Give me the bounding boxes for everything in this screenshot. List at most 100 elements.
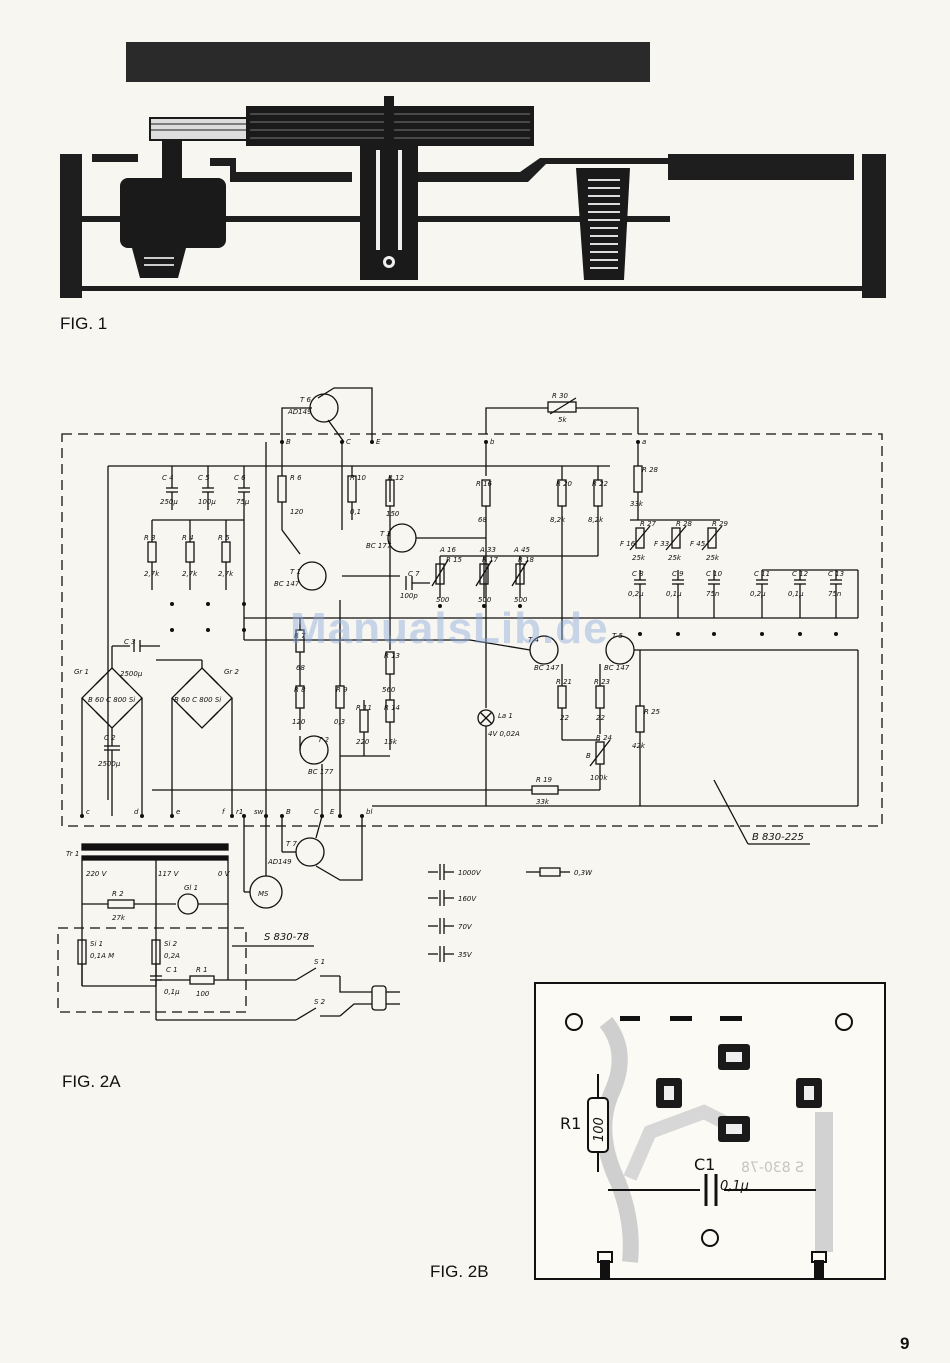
- svg-text:4V 0,02A: 4V 0,02A: [488, 730, 520, 738]
- svg-text:117 V: 117 V: [158, 870, 180, 878]
- svg-text:100: 100: [196, 990, 210, 998]
- svg-text:C 11: C 11: [754, 570, 770, 578]
- svg-text:0 V: 0 V: [218, 870, 231, 878]
- svg-text:75µ: 75µ: [236, 498, 250, 506]
- svg-text:R 16: R 16: [476, 480, 493, 488]
- svg-text:Gr 2: Gr 2: [224, 668, 240, 676]
- svg-text:25k: 25k: [632, 554, 646, 562]
- svg-text:f: f: [222, 808, 226, 816]
- svg-text:C 4: C 4: [162, 474, 174, 482]
- svg-text:C 13: C 13: [828, 570, 844, 578]
- svg-text:C 7: C 7: [408, 570, 420, 578]
- svg-text:e: e: [176, 808, 180, 816]
- svg-text:R 21: R 21: [556, 678, 572, 686]
- svg-text:R 1: R 1: [196, 966, 208, 974]
- svg-text:0,1µ: 0,1µ: [164, 988, 180, 996]
- svg-text:R 28: R 28: [676, 520, 693, 528]
- svg-text:B: B: [586, 752, 591, 760]
- svg-text:C: C: [314, 808, 319, 816]
- svg-text:R 12: R 12: [388, 474, 405, 482]
- svg-text:F 45: F 45: [690, 540, 706, 548]
- svg-text:Gr 1: Gr 1: [74, 668, 89, 676]
- svg-text:0,1: 0,1: [350, 508, 361, 516]
- svg-text:500: 500: [478, 596, 492, 604]
- svg-text:0,2µ: 0,2µ: [750, 590, 766, 598]
- svg-text:BC 147: BC 147: [534, 664, 560, 672]
- svg-text:C 12: C 12: [792, 570, 809, 578]
- svg-text:C 6: C 6: [234, 474, 246, 482]
- r30-value: 5k: [558, 416, 567, 424]
- r30-label: R 30: [552, 392, 569, 400]
- svg-text:R 10: R 10: [350, 474, 367, 482]
- svg-text:F 33: F 33: [654, 540, 669, 548]
- svg-text:500: 500: [436, 596, 450, 604]
- fig1-caption: FIG. 1: [60, 314, 108, 333]
- c1-label: C1: [694, 1155, 715, 1174]
- svg-text:0,3: 0,3: [334, 718, 345, 726]
- svg-text:B 60 C 800 Si: B 60 C 800 Si: [88, 696, 135, 704]
- transistor-t5: [605, 635, 635, 665]
- svg-text:r1: r1: [236, 808, 243, 816]
- svg-text:R 13: R 13: [384, 652, 400, 660]
- svg-text:15k: 15k: [384, 738, 398, 746]
- svg-text:R 25: R 25: [644, 708, 661, 716]
- svg-text:C 1: C 1: [166, 966, 178, 974]
- transistor-t3: [387, 523, 417, 553]
- svg-text:B: B: [286, 438, 291, 446]
- svg-text:BC 177: BC 177: [366, 542, 392, 550]
- svg-text:sw: sw: [254, 808, 264, 816]
- svg-text:0,2A: 0,2A: [164, 952, 180, 960]
- svg-text:75n: 75n: [706, 590, 719, 598]
- svg-text:a: a: [642, 438, 646, 446]
- capacitor-legend: [428, 864, 570, 962]
- fig2b-caption: FIG. 2B: [430, 1262, 489, 1281]
- svg-text:Si 2: Si 2: [164, 940, 178, 948]
- svg-text:R 18: R 18: [518, 556, 535, 564]
- svg-text:C 9: C 9: [672, 570, 684, 578]
- svg-text:S 2: S 2: [314, 998, 326, 1006]
- transformer-tr1: [81, 843, 229, 851]
- svg-text:0,1µ: 0,1µ: [788, 590, 804, 598]
- svg-text:R 22: R 22: [592, 480, 609, 488]
- svg-text:25k: 25k: [668, 554, 682, 562]
- svg-text:BC 147: BC 147: [604, 664, 630, 672]
- mounting-hole-tr: [835, 1013, 853, 1031]
- svg-text:c: c: [86, 808, 90, 816]
- r1-label: R1: [560, 1114, 581, 1133]
- svg-text:C: C: [346, 438, 351, 446]
- svg-text:d: d: [134, 808, 139, 816]
- mounting-hole-tl: [565, 1013, 583, 1031]
- board-label-main: B 830-225: [752, 832, 804, 843]
- transistor-t7: [295, 837, 325, 867]
- svg-text:R 17: R 17: [482, 556, 499, 564]
- svg-text:2,7k: 2,7k: [218, 570, 234, 578]
- svg-text:R 15: R 15: [446, 556, 463, 564]
- motor-block: [120, 178, 226, 248]
- legend-35v: 35V: [458, 951, 473, 959]
- svg-text:C 2: C 2: [104, 734, 116, 742]
- svg-text:R 6: R 6: [290, 474, 302, 482]
- svg-text:R 9: R 9: [336, 686, 348, 694]
- svg-text:27k: 27k: [112, 914, 126, 922]
- svg-text:T 3: T 3: [380, 530, 391, 538]
- mounting-hole-b: [701, 1229, 719, 1247]
- svg-text:T 2: T 2: [318, 736, 330, 744]
- svg-text:2500µ: 2500µ: [98, 760, 121, 768]
- svg-text:B 60 C 800 Si: B 60 C 800 Si: [174, 696, 221, 704]
- glow-lamp-gl1: [177, 893, 199, 915]
- svg-text:BC 177: BC 177: [308, 768, 334, 776]
- svg-text:250µ: 250µ: [160, 498, 178, 506]
- board-outline: [61, 433, 883, 827]
- svg-text:C 5: C 5: [198, 474, 210, 482]
- svg-text:AD149: AD149: [267, 858, 292, 866]
- svg-text:42k: 42k: [632, 742, 646, 750]
- svg-text:220: 220: [356, 738, 370, 746]
- svg-text:T 5: T 5: [612, 632, 624, 640]
- svg-text:MS: MS: [258, 890, 269, 898]
- svg-text:560: 560: [382, 686, 396, 694]
- svg-text:T 1: T 1: [290, 568, 301, 576]
- svg-text:8,2k: 8,2k: [550, 516, 566, 524]
- svg-text:F 16: F 16: [620, 540, 636, 548]
- svg-text:C 10: C 10: [706, 570, 723, 578]
